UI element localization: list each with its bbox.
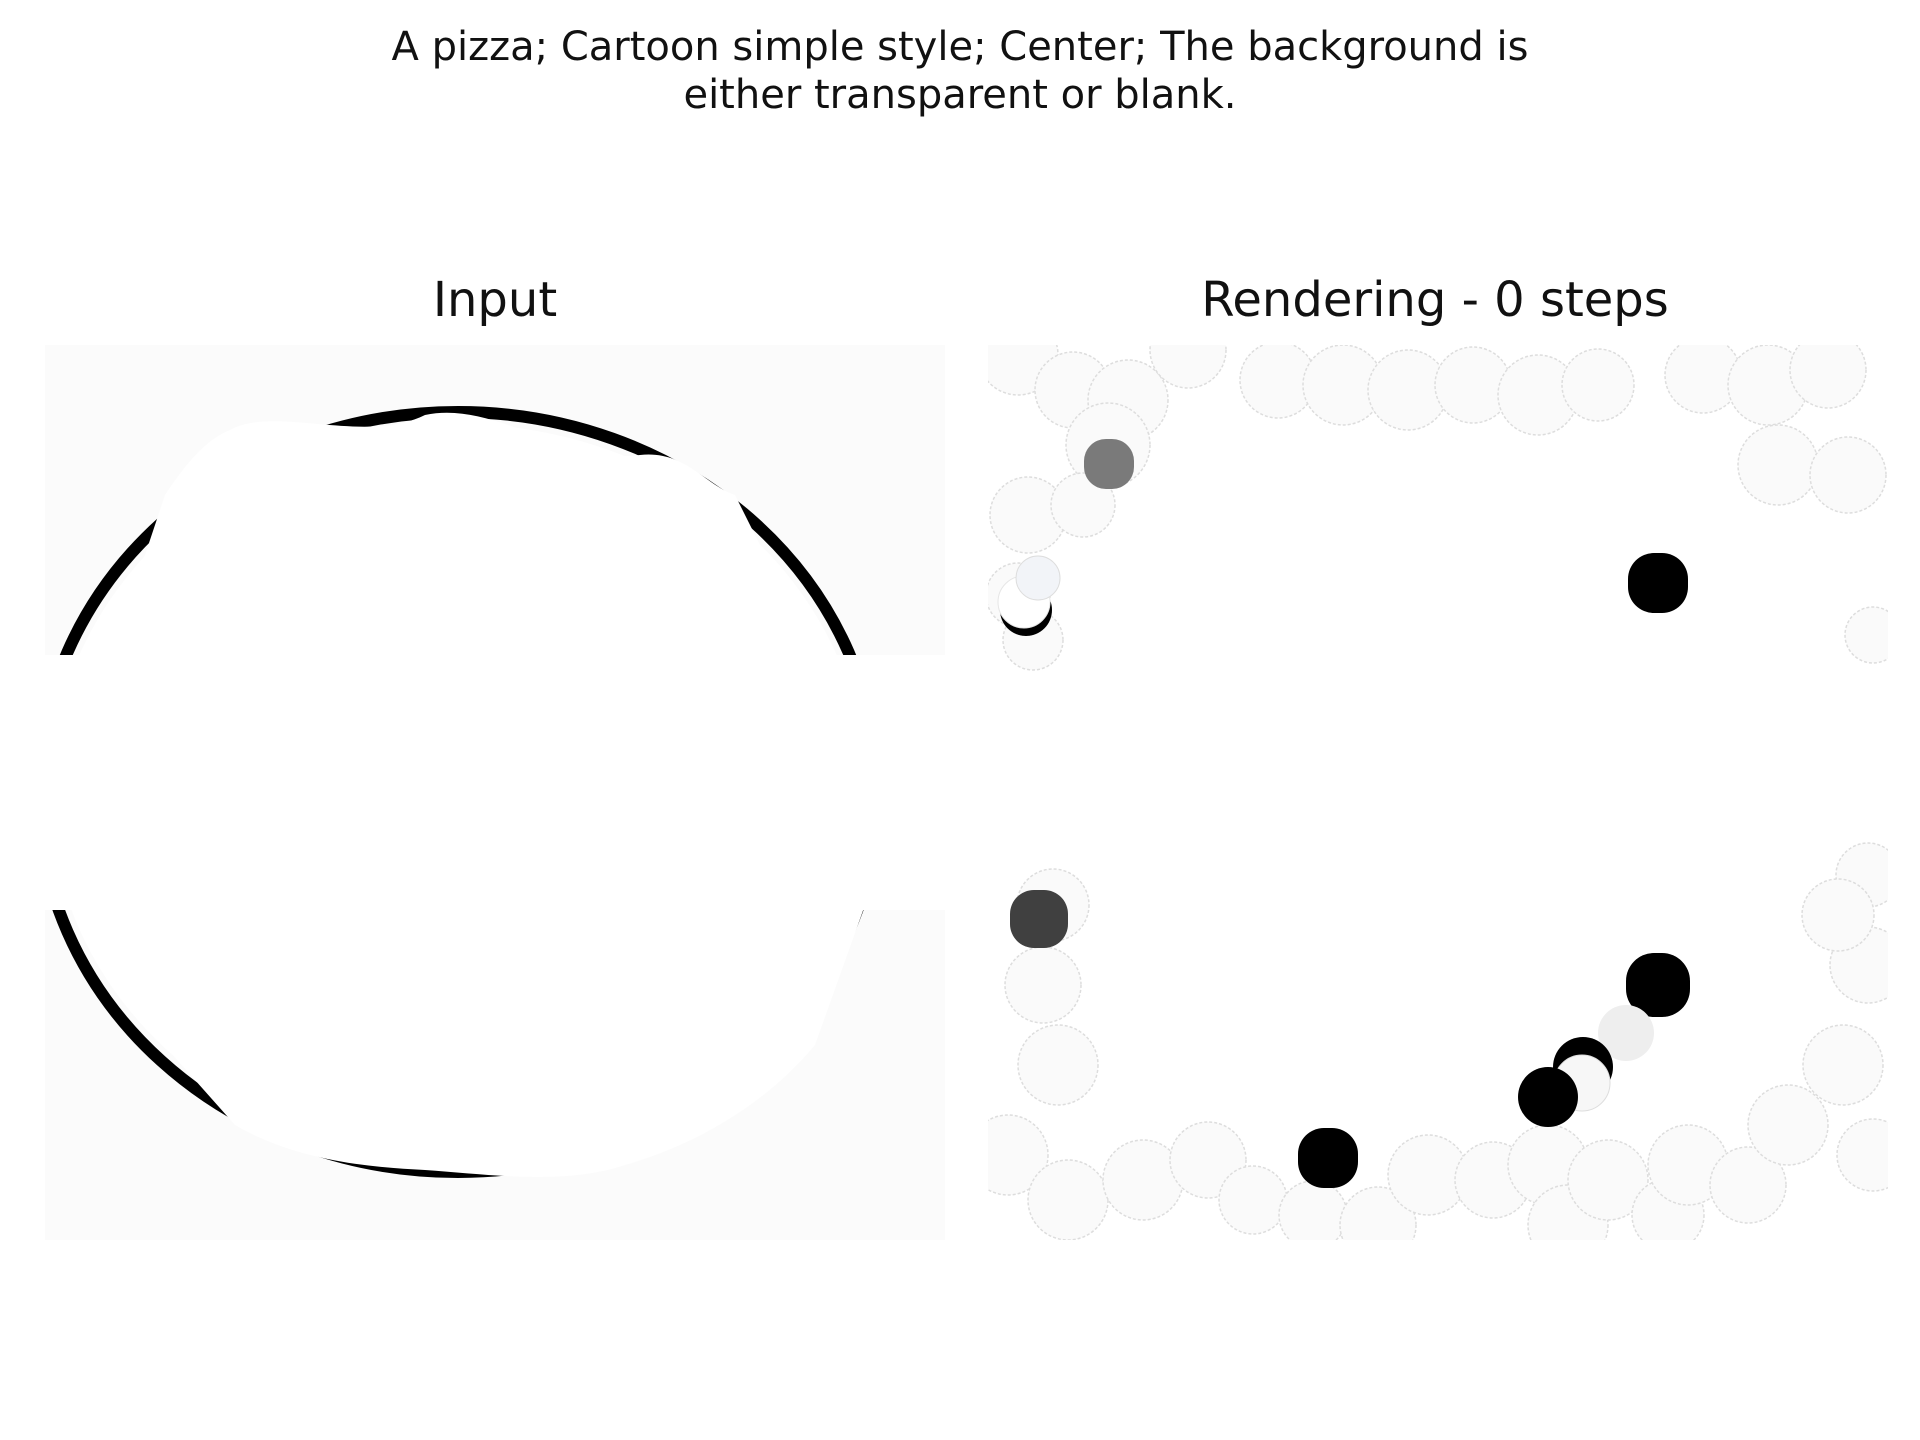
input-image [45, 345, 945, 1240]
middle-band-mask [45, 655, 945, 910]
dark-blob-left-lower [1010, 890, 1068, 948]
input-image-panel [45, 345, 945, 1240]
top-mask-blob [105, 412, 825, 675]
caption-line-2: either transparent or blank. [683, 72, 1237, 118]
black-blob-right-lower-3 [1518, 1067, 1578, 1127]
faint-blob-right-edge [1844, 606, 1888, 664]
faint-blob-cluster-top [988, 345, 1887, 514]
rendering-image [988, 345, 1888, 1240]
black-blob-right-lower-1 [1626, 953, 1690, 1017]
black-blob-bottom-center [1298, 1128, 1358, 1188]
input-panel-title: Input [432, 272, 558, 328]
rendering-image-panel [988, 345, 1888, 1240]
pale-gray-blob-right [1598, 1005, 1654, 1061]
small-pale-blob-left [1015, 555, 1061, 601]
black-blob-right-upper [1628, 553, 1688, 613]
bottom-mask-blob [115, 905, 865, 1177]
rendering-canvas-background [988, 345, 1888, 1240]
faint-blob-cluster-bottom [988, 842, 1888, 1240]
caption-line-1: A pizza; Cartoon simple style; Center; T… [391, 24, 1529, 70]
rendering-panel-title: Rendering - 0 steps [1201, 272, 1669, 328]
gray-blob [1084, 439, 1134, 489]
